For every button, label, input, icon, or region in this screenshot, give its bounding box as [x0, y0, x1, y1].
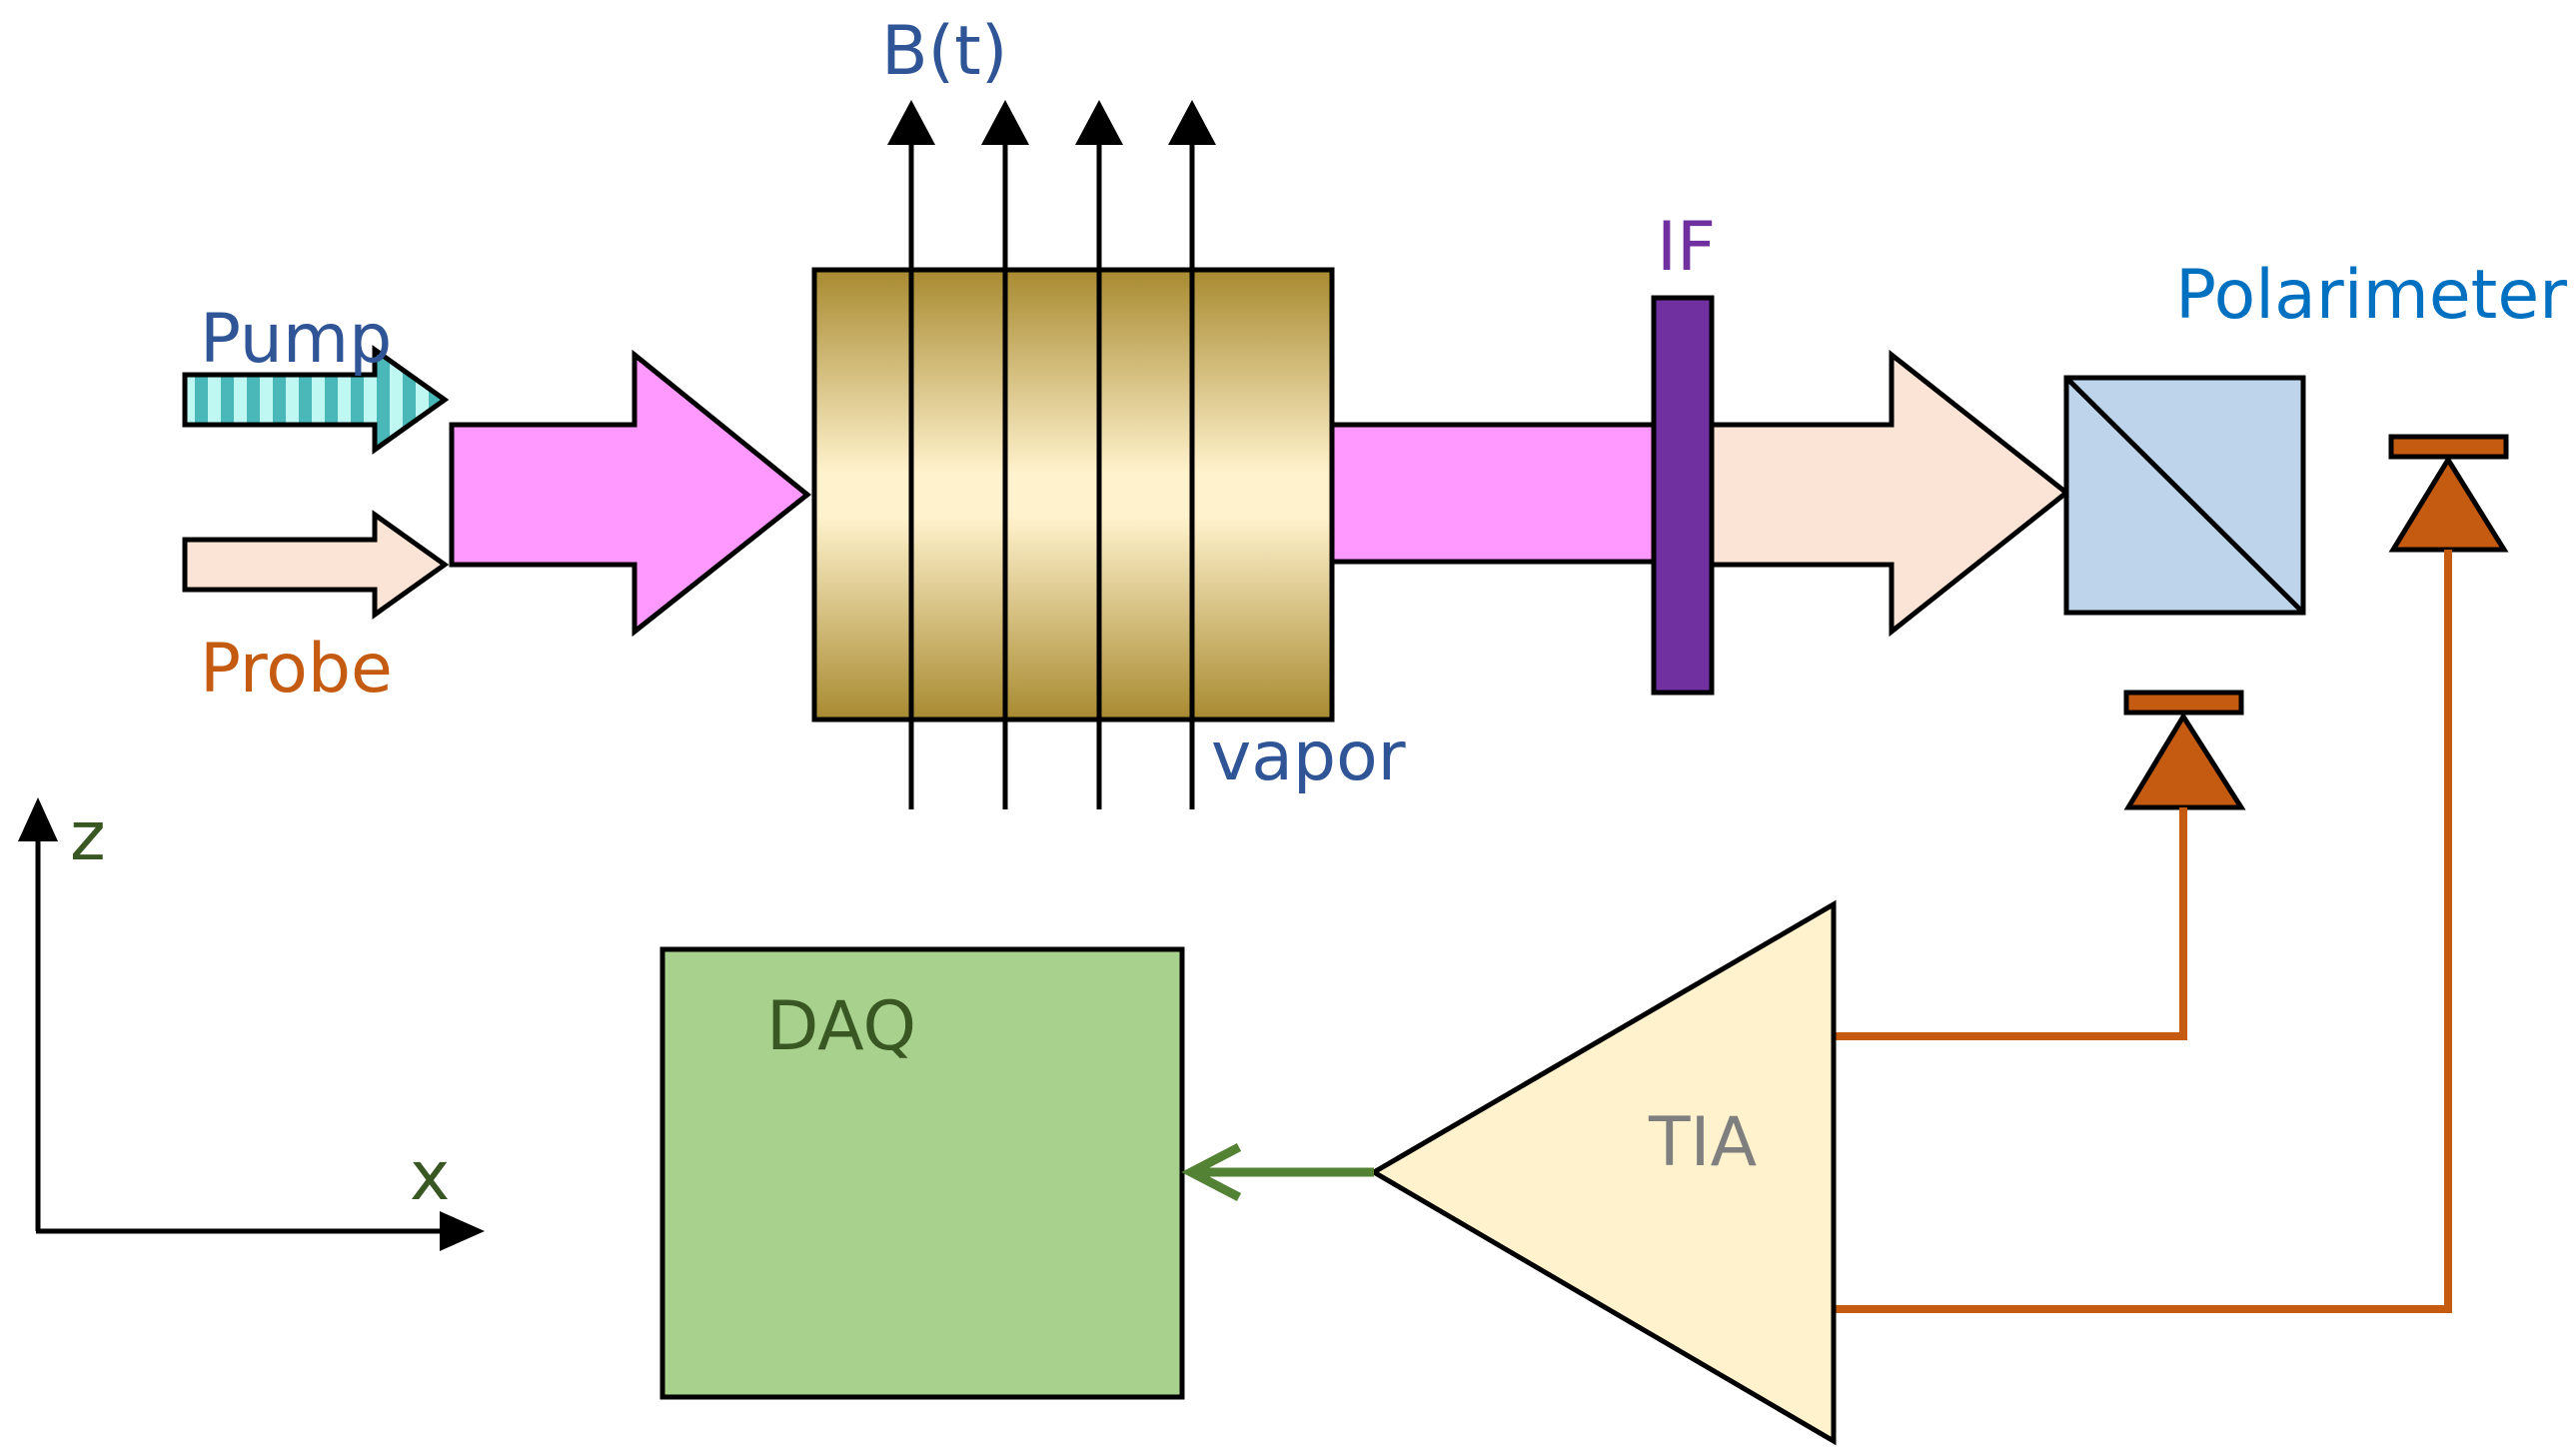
- filter-label: IF: [1657, 208, 1716, 287]
- transmitted-beam: [1329, 422, 1657, 565]
- polarimeter-label: Polarimeter: [2175, 256, 2567, 335]
- vapor-label: vapor: [1211, 718, 1406, 796]
- signal-arrowhead: [1181, 1143, 1242, 1201]
- wire-lower-detector: [1834, 807, 2187, 1040]
- field-arrowhead-4: [1168, 100, 1216, 145]
- field-arrowhead-3: [1075, 100, 1123, 145]
- pump-beam-arrow: [182, 345, 450, 455]
- wire-right-detector: [1834, 550, 2452, 1313]
- field-arrowhead-1: [887, 100, 935, 145]
- tia-amplifier: [1369, 899, 1837, 1446]
- daq-label: DAQ: [766, 987, 916, 1066]
- vapor-cell: [811, 267, 1335, 723]
- z-axis-arrowhead: [18, 797, 58, 841]
- z-axis-label: z: [70, 797, 106, 876]
- coordinate-axes: [18, 797, 485, 1251]
- field-label: B(t): [881, 12, 1007, 91]
- polarimeter-diagonal: [2064, 376, 2305, 615]
- field-arrowheads: [887, 100, 1216, 145]
- magnetic-field-arrows: [908, 140, 1195, 809]
- probe-label: Probe: [200, 630, 393, 709]
- combined-beam-arrow: [449, 349, 812, 638]
- photodetector-right: [2388, 434, 2509, 553]
- interference-filter: [1651, 295, 1715, 696]
- photodetector-lower: [2123, 690, 2246, 810]
- field-arrowhead-2: [981, 100, 1029, 145]
- filtered-probe-arrow: [1709, 349, 2071, 638]
- x-axis-label: x: [410, 1137, 450, 1216]
- x-axis-arrowhead: [440, 1211, 485, 1251]
- pump-label: Pump: [200, 300, 392, 379]
- probe-beam-arrow: [182, 510, 450, 620]
- daq-box: [659, 946, 1185, 1400]
- tia-label: TIA: [1648, 1103, 1757, 1182]
